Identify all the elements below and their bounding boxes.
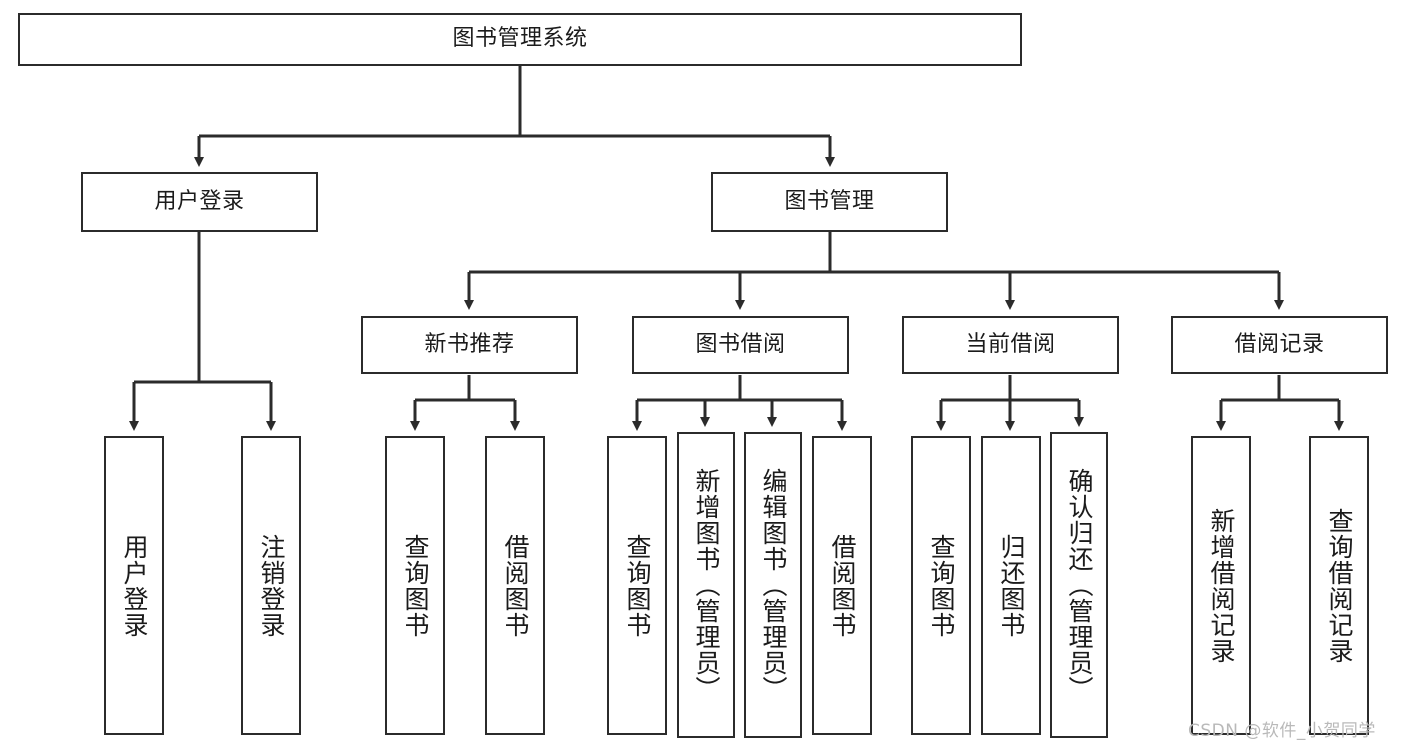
node-root-label: 图书管理系统 <box>452 26 588 52</box>
leaf-confirm-return[interactable]: 确认归还（管理员） <box>1050 432 1108 738</box>
node-root[interactable]: 图书管理系统 <box>18 13 1022 66</box>
leaf-edit-book[interactable]: 编辑图书（管理员） <box>744 432 802 738</box>
node-book-management[interactable]: 图书管理 <box>711 172 948 232</box>
leaf-return-book[interactable]: 归还图书 <box>981 436 1041 735</box>
leaf-query-book-1-label: 查询图书 <box>401 533 430 638</box>
leaf-add-book[interactable]: 新增图书（管理员） <box>677 432 735 738</box>
leaf-add-record[interactable]: 新增借阅记录 <box>1191 436 1251 735</box>
node-user-login-label: 用户登录 <box>154 188 245 214</box>
node-book-management-label: 图书管理 <box>784 188 875 214</box>
leaf-edit-book-label: 编辑图书（管理员） <box>759 468 788 702</box>
leaf-query-book-3[interactable]: 查询图书 <box>911 436 971 735</box>
node-current-borrow-label: 当前借阅 <box>965 331 1056 357</box>
leaf-query-book-2[interactable]: 查询图书 <box>607 436 667 735</box>
leaf-add-record-label: 新增借阅记录 <box>1207 507 1236 664</box>
leaf-borrow-book-1[interactable]: 借阅图书 <box>485 436 545 735</box>
node-borrow-record[interactable]: 借阅记录 <box>1171 316 1388 374</box>
leaf-logout-login[interactable]: 注销登录 <box>241 436 301 735</box>
csdn-watermark: CSDN @软件_小贺同学 <box>1188 721 1376 741</box>
leaf-borrow-book-2[interactable]: 借阅图书 <box>812 436 872 735</box>
leaf-confirm-return-label: 确认归还（管理员） <box>1065 468 1094 702</box>
node-new-book-recommend[interactable]: 新书推荐 <box>361 316 578 374</box>
leaf-add-book-label: 新增图书（管理员） <box>692 468 721 702</box>
node-new-book-recommend-label: 新书推荐 <box>424 331 515 357</box>
node-book-borrow-label: 图书借阅 <box>695 331 786 357</box>
leaf-user-login[interactable]: 用户登录 <box>104 436 164 735</box>
leaf-query-book-2-label: 查询图书 <box>623 533 652 638</box>
leaf-query-record-label: 查询借阅记录 <box>1325 507 1354 664</box>
node-borrow-record-label: 借阅记录 <box>1234 331 1325 357</box>
leaf-borrow-book-2-label: 借阅图书 <box>828 533 857 638</box>
leaf-query-record[interactable]: 查询借阅记录 <box>1309 436 1369 735</box>
leaf-logout-login-label: 注销登录 <box>257 533 286 638</box>
leaf-borrow-book-1-label: 借阅图书 <box>501 533 530 638</box>
leaf-user-login-label: 用户登录 <box>120 533 149 638</box>
leaf-query-book-1[interactable]: 查询图书 <box>385 436 445 735</box>
leaf-query-book-3-label: 查询图书 <box>927 533 956 638</box>
node-current-borrow[interactable]: 当前借阅 <box>902 316 1119 374</box>
leaf-return-book-label: 归还图书 <box>997 533 1026 638</box>
node-book-borrow[interactable]: 图书借阅 <box>632 316 849 374</box>
node-user-login[interactable]: 用户登录 <box>81 172 318 232</box>
